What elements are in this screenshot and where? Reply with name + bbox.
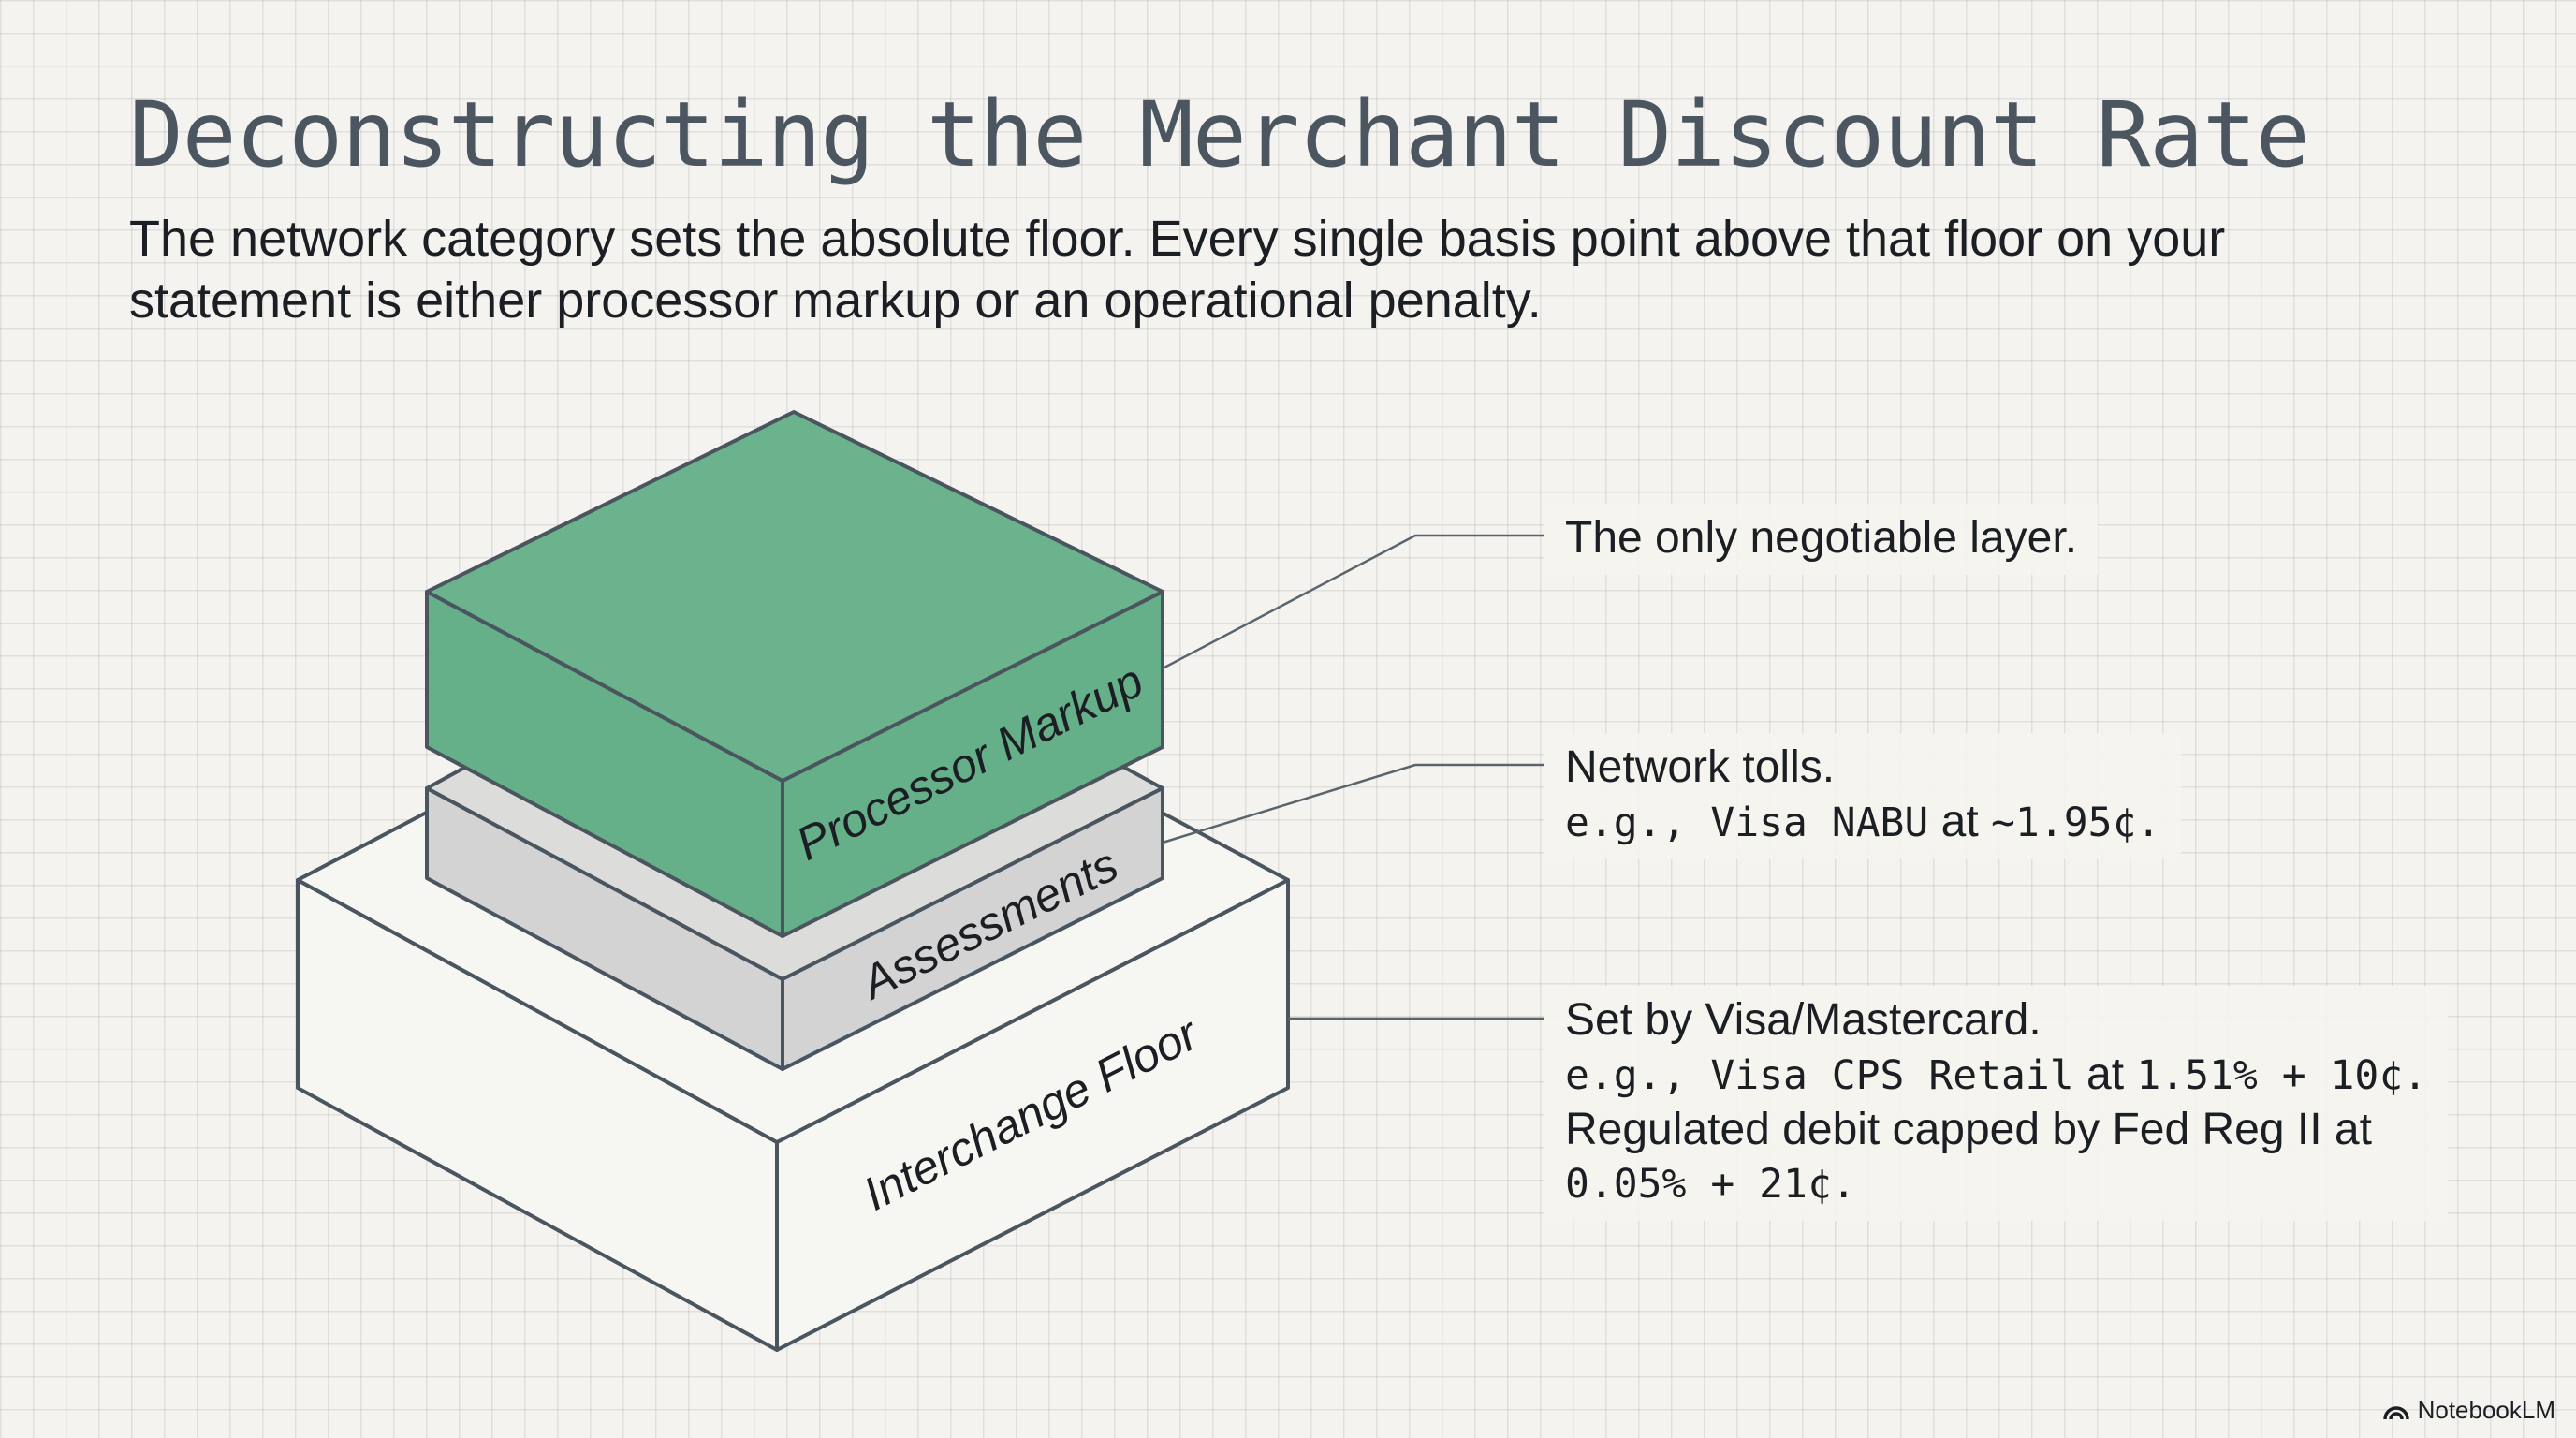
assessments-leader-line [1162,763,1544,844]
interchange-example-value: 1.51% + 10¢. [2136,1052,2428,1099]
assessments-callout-title: Network tolls. [1565,742,1836,792]
markup-callout-text: The only negotiable layer. [1565,513,2078,563]
page-subtitle: The network category sets the absolute f… [129,211,2226,329]
page-title: Deconstructing the Merchant Discount Rat… [129,82,2310,187]
interchange-example-at: at [2073,1049,2137,1099]
assessments-example-at: at [1928,797,1992,846]
processor-markup-block [425,410,1164,938]
notebooklm-logo-icon [2382,1405,2409,1419]
markup-top-face [425,410,1164,783]
brand-name: NotebookLM [2417,1396,2555,1424]
notebooklm-brand: NotebookLM [2382,1396,2555,1425]
assessments-example-name: e.g., Visa NABU [1565,800,1929,846]
assessments-callout: Network tolls. e.g., Visa NABU at ~1.95¢… [1544,733,2182,859]
interchange-callout: Set by Visa/Mastercard. e.g., Visa CPS R… [1544,986,2449,1221]
assessments-right-face [781,786,1164,1071]
interchange-callout-example: e.g., Visa CPS Retail at 1.51% + 10¢. [1565,1048,2427,1103]
interchange-example-name: e.g., Visa CPS Retail [1565,1052,2074,1099]
interchange-callout-regulation-value: 0.05% + 21¢. [1565,1161,1856,1208]
assessments-example-value: ~1.95¢. [1991,800,2161,846]
interchange-callout-regulation: Regulated debit capped by Fed Reg II at [1565,1105,2372,1154]
interchange-callout-title: Set by Visa/Mastercard. [1565,995,2042,1045]
markup-leader-line [1162,534,1544,670]
assessments-callout-example: e.g., Visa NABU at ~1.95¢. [1565,795,2160,850]
markup-callout: The only negotiable layer. [1544,504,2099,575]
